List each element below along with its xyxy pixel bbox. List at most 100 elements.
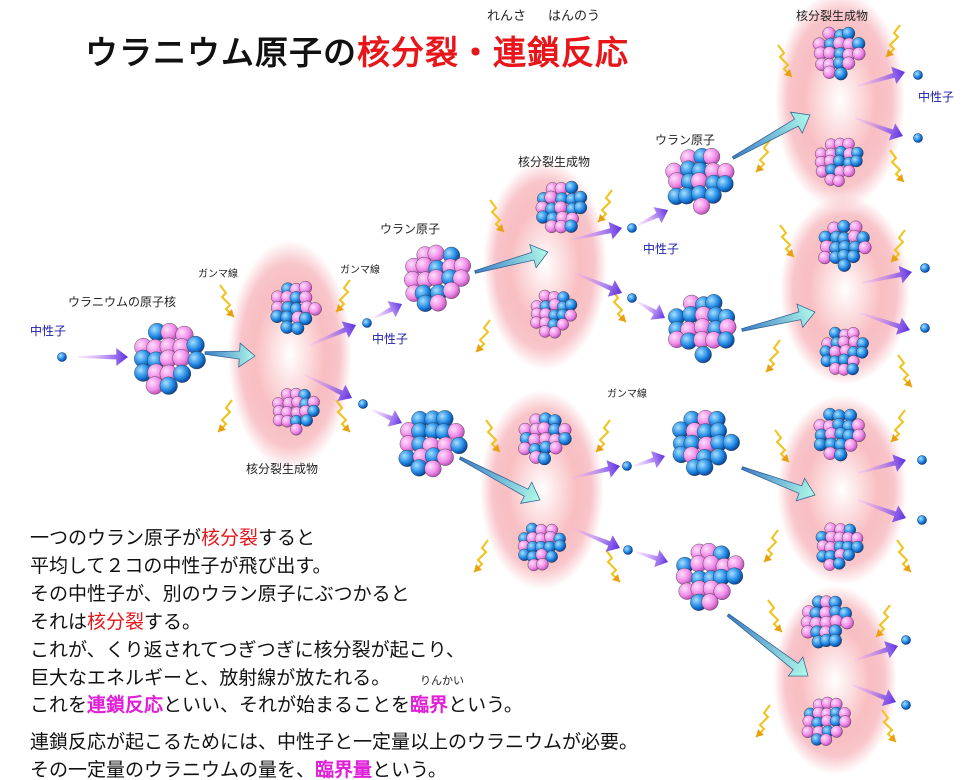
arrow-shape <box>731 111 811 160</box>
neutron-arrow <box>857 66 905 87</box>
nucleon <box>573 200 588 215</box>
arrow-shape <box>574 272 623 297</box>
t: すると <box>258 527 316 549</box>
nucleon <box>852 47 866 61</box>
t: これを <box>30 694 88 716</box>
gamma-ray-icon <box>779 224 795 258</box>
label-gamma-3: ガンマ線 <box>607 389 647 400</box>
gamma-arrowhead <box>336 304 344 312</box>
gamma-arrowhead <box>226 309 234 317</box>
neutron-arrow <box>371 409 402 427</box>
gamma-arrowhead <box>492 444 500 452</box>
neutron-arrow <box>78 348 128 366</box>
text-line-8: 連鎖反応が起こるためには、中性子と一定量以上のウラニウムが必要。 <box>30 731 639 753</box>
neutron-dot <box>627 293 637 303</box>
arrow-shape <box>633 451 665 469</box>
nucleon <box>291 321 305 335</box>
neutron-arrow <box>571 527 620 552</box>
nucleon <box>844 438 858 452</box>
neutron-arrow <box>633 451 665 469</box>
gamma-ray-icon <box>763 529 779 563</box>
nucleon <box>716 175 734 193</box>
nucleon <box>427 244 445 262</box>
neutron-dot <box>917 515 927 525</box>
arrow-shape <box>571 460 621 479</box>
arrow-shape <box>309 321 356 346</box>
text-line-9: その一定量のウラニウムの量を、臨界量という。 <box>30 755 447 780</box>
gamma-ray-icon <box>755 139 771 173</box>
cyan-arrow <box>741 466 816 502</box>
nucleon <box>558 432 572 446</box>
nucleon <box>548 326 561 339</box>
nucleon <box>837 219 851 234</box>
arrow-shape <box>741 303 816 332</box>
nucleon <box>852 428 866 443</box>
nucleon <box>564 219 578 233</box>
cyan-arrow <box>741 303 816 332</box>
fission-fragment <box>818 219 872 272</box>
nucleon <box>713 582 731 600</box>
neutron-dot <box>362 318 372 328</box>
fission-glow <box>228 240 352 470</box>
arrow-shape <box>861 265 912 284</box>
gamma-arrowhead <box>496 224 504 232</box>
gamma-arrowhead <box>888 734 896 742</box>
nucleon <box>172 349 191 368</box>
nucleon <box>858 240 872 255</box>
t-kakubunretsu: 核分裂 <box>87 611 145 633</box>
nucleon <box>856 346 869 359</box>
t: という。 <box>372 759 447 780</box>
label-uranium-atom-2: ウラン原子 <box>655 133 716 147</box>
nucleon <box>556 318 569 331</box>
t-rinkairyou: 臨界量 <box>315 759 373 780</box>
label-neutron-start: 中性子 <box>30 324 67 338</box>
nucleon <box>846 362 859 376</box>
title-ruby: れんさはんのう <box>487 5 622 24</box>
nucleon <box>675 567 693 586</box>
neutron-dot <box>358 399 368 409</box>
label-uranium-nucleus: ウラニウムの原子核 <box>68 295 177 309</box>
arrow-shape <box>373 301 403 319</box>
nucleon <box>452 269 470 287</box>
neutron-arrow <box>854 641 898 661</box>
nucleon <box>819 733 833 746</box>
uranium-atom <box>404 244 471 312</box>
neutron-dot <box>623 545 633 555</box>
gamma-ray-icon <box>875 604 891 638</box>
fission-glow <box>775 0 905 210</box>
gamma-arrowhead <box>774 624 782 632</box>
fission-fragment <box>800 595 854 649</box>
fission-fragment <box>813 407 866 462</box>
nucleon <box>704 186 722 204</box>
nucleon <box>842 548 855 562</box>
cyan-arrow <box>731 111 811 160</box>
gamma-ray-icon <box>335 279 351 313</box>
gamma-ray-icon <box>475 319 491 353</box>
text-line-3: その中性子が、別のウラン原子にぶつかると <box>30 583 410 605</box>
ruby-rensa: れんさ <box>487 9 527 24</box>
nucleon <box>564 180 579 195</box>
neutron-dot <box>913 133 923 143</box>
nucleon <box>436 448 454 466</box>
page-title: ウラニウム原子の核分裂・連鎖反応 <box>85 26 629 74</box>
t: それは <box>30 611 88 633</box>
fission-fragment <box>518 412 572 466</box>
nucleon <box>187 351 206 370</box>
gamma-ray-icon <box>896 539 912 573</box>
gamma-ray-icon <box>217 399 233 433</box>
nucleon <box>832 174 845 187</box>
nucleon <box>173 364 192 383</box>
gamma-ray-icon <box>219 284 235 318</box>
fission-fragment <box>517 522 567 572</box>
nucleon <box>553 539 567 552</box>
gamma-arrowhead <box>876 629 884 637</box>
cyan-arrow <box>204 342 256 368</box>
gamma-ray-icon <box>611 289 627 323</box>
ruby-rinkai: りんかい <box>420 674 464 687</box>
neutron-dot <box>913 70 923 80</box>
arrow-shape <box>854 117 904 141</box>
gamma-arrowhead <box>784 69 792 77</box>
neutron-arrow <box>637 207 668 226</box>
t: する。 <box>144 611 202 633</box>
